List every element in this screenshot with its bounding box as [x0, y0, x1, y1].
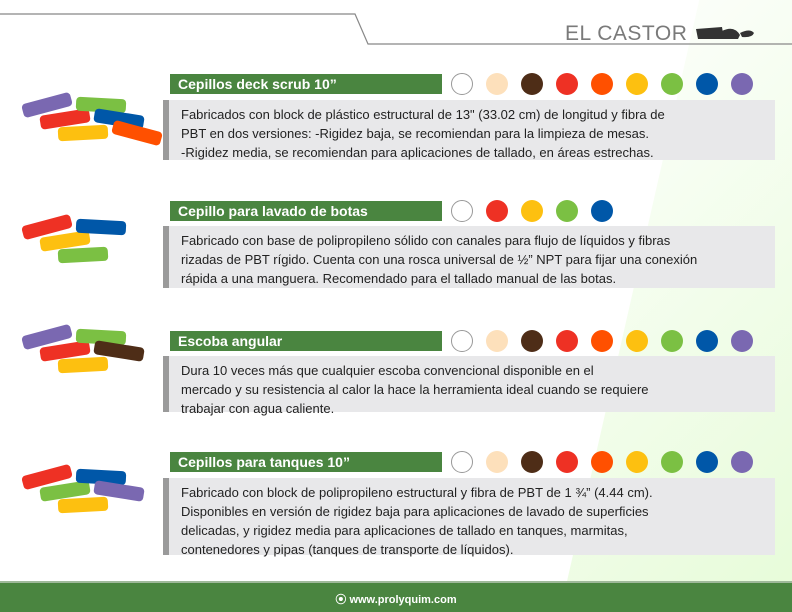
product-image [12, 320, 152, 400]
product-image [12, 460, 152, 540]
section-description: Fabricado con block de polipropileno est… [163, 478, 775, 557]
color-swatches [451, 73, 753, 95]
brand-logo: EL CASTOR [565, 22, 756, 46]
color-swatch [696, 451, 718, 473]
color-swatch [626, 73, 648, 95]
description-line: -Rigidez media, se recomiendan para apli… [181, 145, 654, 160]
color-swatch [591, 73, 613, 95]
footer: ⦿ www.prolyquim.com [0, 581, 792, 612]
description-line: mercado y su resistencia al calor la hac… [181, 382, 649, 397]
header-line [0, 13, 792, 45]
color-swatch [486, 200, 508, 222]
color-swatch [591, 330, 613, 352]
color-swatch [661, 73, 683, 95]
description-line: Dura 10 veces más que cualquier escoba c… [181, 363, 594, 378]
color-swatch [556, 451, 578, 473]
section-title: Cepillo para lavado de botas [170, 201, 442, 221]
description-line: Fabricado con base de polipropileno sóli… [181, 233, 671, 248]
color-swatches [451, 330, 753, 352]
color-swatch [591, 200, 613, 222]
color-swatch [451, 200, 473, 222]
description-line: Fabricado con block de polipropileno est… [181, 485, 653, 500]
color-swatch [521, 330, 543, 352]
description-line: rápida a una manguera. Recomendado para … [181, 271, 617, 286]
color-swatch [521, 73, 543, 95]
color-swatch [451, 451, 473, 473]
color-swatch [556, 200, 578, 222]
color-swatch [626, 330, 648, 352]
section-description: Fabricados con block de plástico estruct… [163, 100, 775, 160]
color-swatch [696, 73, 718, 95]
color-swatch [661, 451, 683, 473]
description-line: trabajar con agua caliente. [181, 401, 335, 416]
beaver-icon [695, 27, 754, 39]
brand-name: EL CASTOR [565, 22, 688, 45]
section-description: Fabricado con base de polipropileno sóli… [163, 226, 775, 288]
color-swatch [556, 73, 578, 95]
color-swatch [661, 330, 683, 352]
color-swatch [626, 451, 648, 473]
description-line: delicadas, y rigidez media para aplicaci… [181, 523, 628, 538]
product-image [12, 210, 152, 290]
color-swatch [521, 200, 543, 222]
color-swatches [451, 200, 613, 222]
color-swatch [521, 451, 543, 473]
color-swatch [451, 330, 473, 352]
color-swatch [731, 73, 753, 95]
section-title: Cepillos para tanques 10” [170, 452, 442, 472]
color-swatch [556, 330, 578, 352]
color-swatches [451, 451, 753, 473]
color-swatch [731, 451, 753, 473]
product-image [12, 88, 163, 168]
section-title: Escoba angular [170, 331, 442, 351]
website-link[interactable]: www.prolyquim.com [349, 594, 457, 606]
color-swatch [486, 451, 508, 473]
description-line: contenedores y pipas (tanques de transpo… [181, 542, 514, 557]
color-swatch [486, 73, 508, 95]
color-swatch [731, 330, 753, 352]
description-line: rizadas de PBT rígido. Cuenta con una ro… [181, 252, 698, 267]
section-title: Cepillos deck scrub 10” [170, 74, 442, 94]
section-description: Dura 10 veces más que cualquier escoba c… [163, 356, 775, 416]
color-swatch [696, 330, 718, 352]
description-line: Disponibles en versión de rigidez baja p… [181, 504, 649, 519]
description-line: Fabricados con block de plástico estruct… [181, 107, 665, 122]
description-line: PBT en dos versiones: -Rigidez baja, se … [181, 126, 649, 141]
color-swatch [591, 451, 613, 473]
globe-icon: ⦿ [335, 594, 347, 606]
color-swatch [486, 330, 508, 352]
color-swatch [451, 73, 473, 95]
